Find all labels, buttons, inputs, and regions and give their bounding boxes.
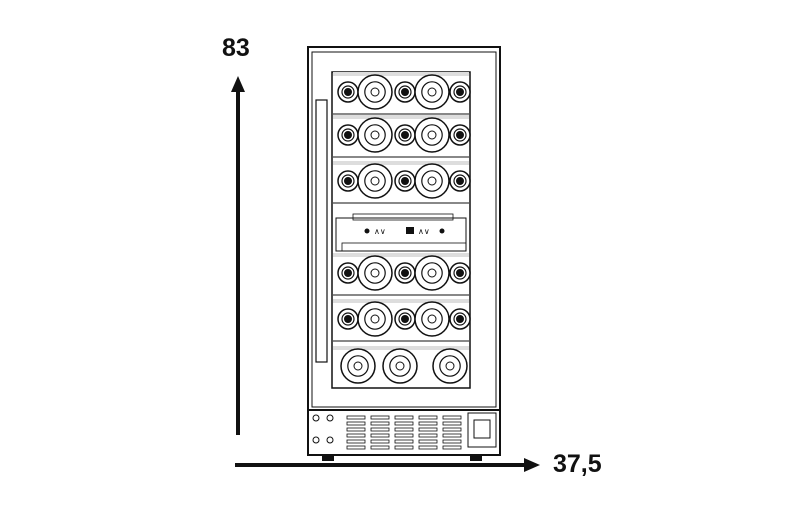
bottle-end [432, 348, 468, 384]
bottle-end [394, 170, 416, 192]
cabinet [307, 46, 501, 456]
bottle-end [449, 170, 471, 192]
height-arrow [231, 76, 245, 435]
bottle-end [449, 308, 471, 330]
bottle-end [414, 117, 450, 153]
width-arrow [235, 458, 540, 472]
bottle-end [357, 117, 393, 153]
bottle-end [382, 348, 418, 384]
bottle-end [337, 124, 359, 146]
bottle-end [357, 301, 393, 337]
bottom-vent-grille [312, 412, 497, 450]
bottle-row [333, 161, 471, 204]
svg-text:∧∨: ∧∨ [418, 227, 430, 236]
bottle-row [333, 72, 471, 115]
control-panel: ∧∨ ∧∨ [335, 213, 467, 252]
bottle-end [414, 301, 450, 337]
bottle-row [333, 253, 471, 296]
bottle-end [449, 124, 471, 146]
bottle-end [414, 255, 450, 291]
bottle-end [394, 308, 416, 330]
door-handle [315, 99, 328, 363]
bottle-row [333, 115, 471, 158]
bottle-end [357, 163, 393, 199]
width-dimension-label: 37,5 [553, 450, 602, 478]
bottle-end [357, 255, 393, 291]
panel-buttons: ∧∨ ∧∨ [364, 227, 445, 236]
bottle-end [394, 124, 416, 146]
bottle-end [337, 81, 359, 103]
bottle-end [340, 348, 376, 384]
bottle-rows [333, 72, 471, 389]
bottle-row [333, 299, 471, 342]
svg-text:∧∨: ∧∨ [374, 227, 386, 236]
height-dimension-label: 83 [222, 34, 250, 62]
bottle-row [333, 346, 469, 389]
bottle-end [337, 262, 359, 284]
bottle-end [394, 262, 416, 284]
bottle-end [337, 308, 359, 330]
bottle-end [414, 74, 450, 110]
bottle-end [337, 170, 359, 192]
bottle-end [394, 81, 416, 103]
bottle-end [449, 81, 471, 103]
bottle-end [449, 262, 471, 284]
bottle-end [357, 74, 393, 110]
bottle-end [414, 163, 450, 199]
feet [322, 455, 482, 461]
